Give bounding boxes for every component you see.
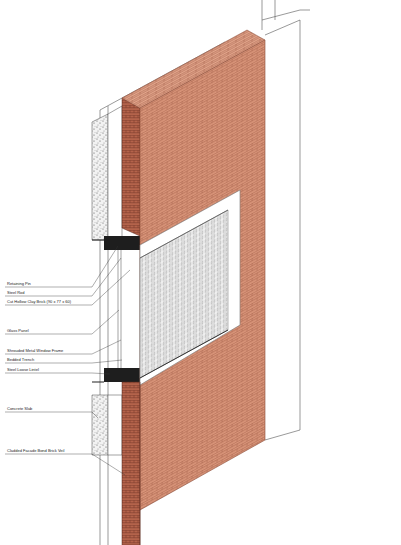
part-label: Cut Hollow Clay Brick (90 x 77 x 60) [6, 299, 72, 304]
leader-lines [5, 246, 130, 475]
part-label: Retaining Pin [6, 281, 32, 286]
part-label: Cladded Facade Bond Brick Veil [6, 448, 65, 453]
part-label: Shrouded Metal Window Frame [6, 348, 64, 353]
part-label: Steel Loose Lintel [6, 367, 40, 372]
part-label: Bedded Trench [6, 357, 35, 362]
part-label: Glass Panel [6, 328, 30, 333]
part-label: Concrete Slab [6, 406, 33, 411]
part-label: Steel Rod [6, 290, 26, 295]
